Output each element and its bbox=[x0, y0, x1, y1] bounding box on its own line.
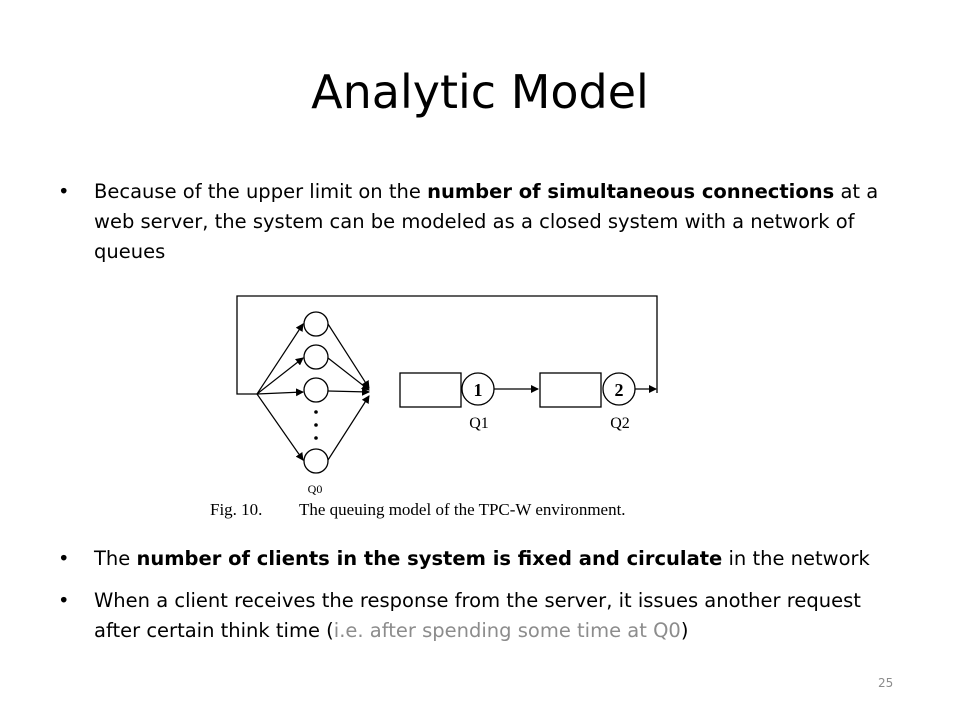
bullet-text-bold: number of clients in the system is fixed… bbox=[136, 547, 723, 570]
bullet-marker: • bbox=[58, 180, 70, 203]
q1-label: Q1 bbox=[469, 415, 489, 432]
fan-in-arrow bbox=[327, 387, 370, 396]
figure-caption-text: The queuing model of the TPC-W environme… bbox=[299, 500, 626, 519]
ellipsis-dot bbox=[314, 436, 318, 440]
fan-out-arrow bbox=[256, 357, 304, 395]
fan-in-arrow bbox=[327, 357, 370, 391]
bullet-text-post: at a web server, the system can be model… bbox=[94, 180, 879, 263]
fan-out-arrow bbox=[256, 393, 304, 461]
bullet-text: The number of clients in the system is f… bbox=[94, 544, 894, 574]
q0-label: Q0 bbox=[308, 482, 323, 496]
queue2-buffer bbox=[539, 372, 602, 408]
bullet-text: When a client receives the response from… bbox=[94, 586, 894, 646]
fan-out-arrow bbox=[256, 388, 304, 397]
bullet-text-gray: i.e. after spending some time at Q0 bbox=[333, 619, 681, 642]
q0-server-circle bbox=[303, 311, 329, 337]
feedback-loop-line bbox=[236, 295, 658, 388]
ellipsis-dot bbox=[314, 423, 318, 427]
bullet-text-pre: When a client receives the response from… bbox=[94, 589, 861, 642]
ellipsis-dot bbox=[314, 410, 318, 414]
q0-server-circle bbox=[303, 448, 329, 474]
queuing-model-diagram: 1 Q1 2 Q2 Q0 Fig. 10. The queuing model … bbox=[210, 295, 658, 519]
fan-out-arrow bbox=[256, 323, 304, 395]
slide-title: Analytic Model bbox=[311, 65, 649, 119]
fan-in-arrow bbox=[327, 323, 370, 389]
bullet-text-post: ) bbox=[680, 619, 689, 642]
entry-line bbox=[236, 388, 257, 395]
bullet-text-pre: Because of the upper limit on the bbox=[94, 180, 428, 203]
queue1-server-label: 1 bbox=[474, 380, 483, 400]
page-number: 25 bbox=[878, 676, 894, 690]
queue1-buffer bbox=[399, 372, 462, 408]
queue2-server-label: 2 bbox=[615, 380, 624, 400]
fan-in-arrow bbox=[327, 395, 370, 461]
bullet-marker: • bbox=[58, 589, 70, 612]
bullet-text-pre: The bbox=[94, 547, 137, 570]
bullet-text-bold: number of simultaneous connections bbox=[427, 180, 835, 203]
q2-label: Q2 bbox=[610, 415, 630, 432]
figure-caption-number: Fig. 10. bbox=[210, 500, 262, 519]
q0-server-circle bbox=[303, 377, 329, 403]
bullet-text: Because of the upper limit on the number… bbox=[94, 177, 894, 267]
bullet-marker: • bbox=[58, 547, 70, 570]
bullet-text-post: in the network bbox=[722, 547, 870, 570]
q0-server-circle bbox=[303, 344, 329, 370]
